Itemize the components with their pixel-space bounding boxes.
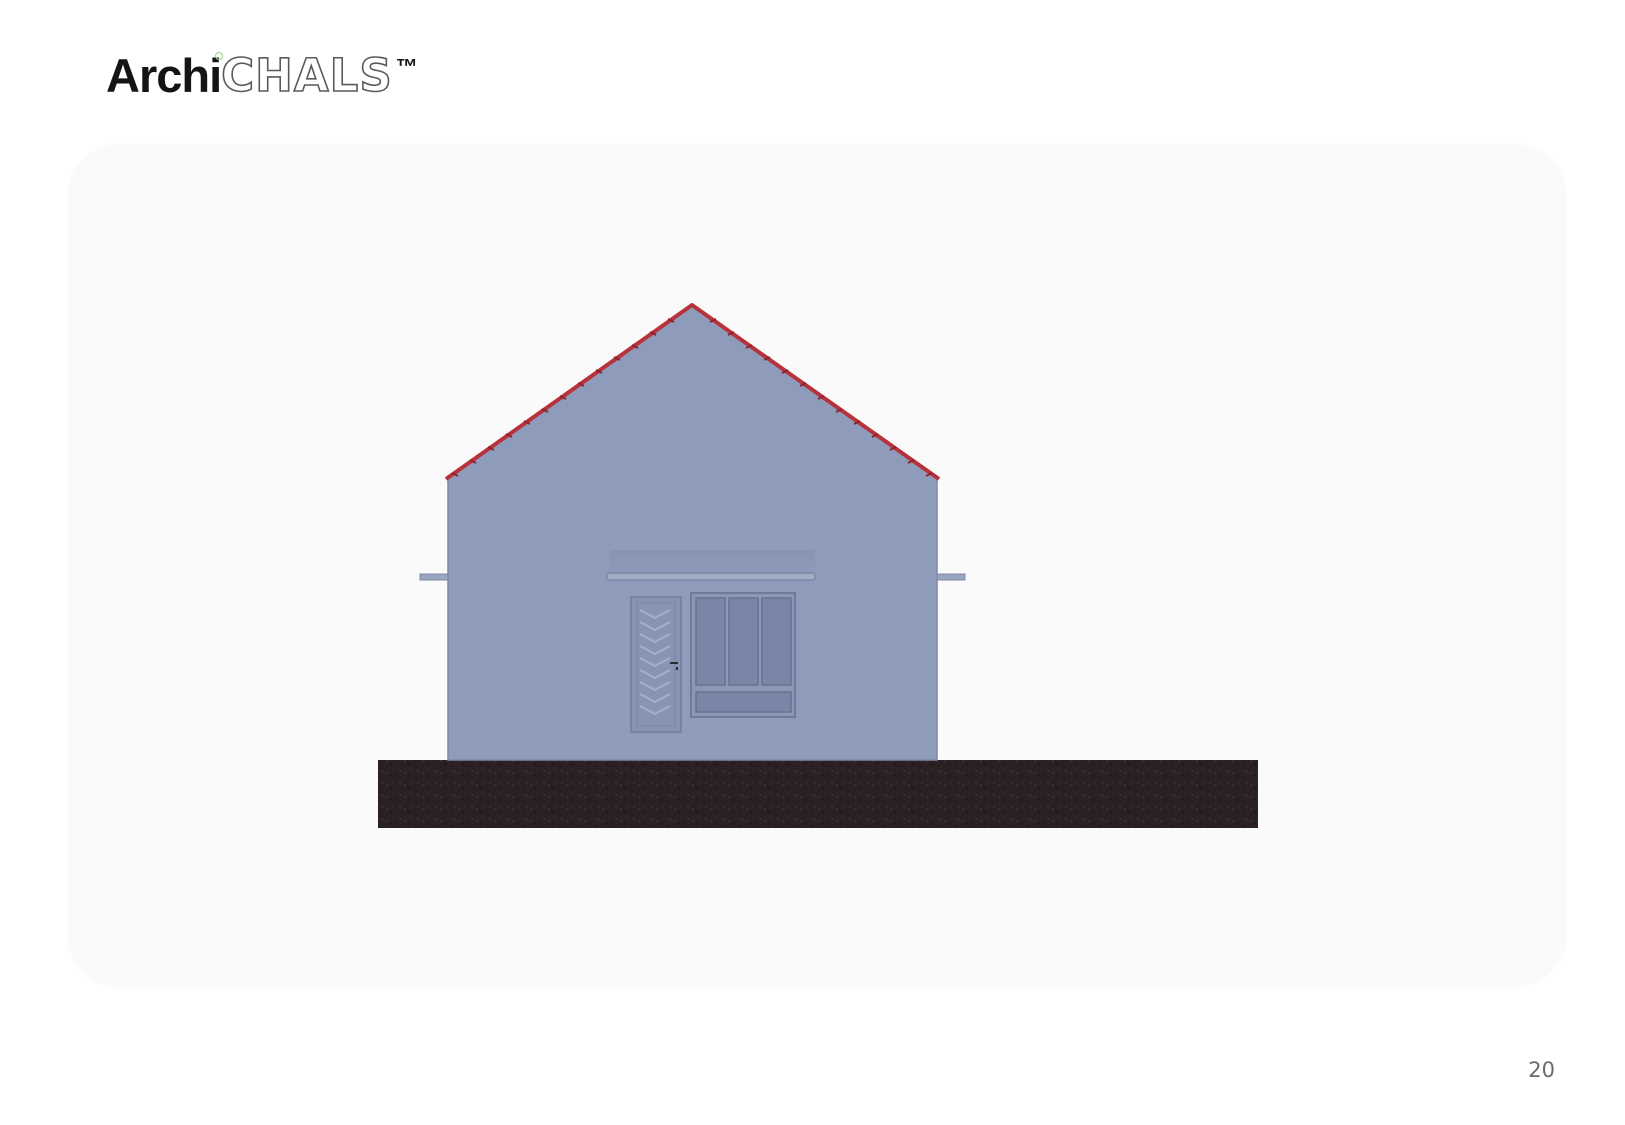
logo-text-chals-label: CHALS: [220, 48, 393, 103]
eave-left: [419, 573, 451, 581]
door-handle-icon: [670, 662, 678, 664]
entrance-door: [630, 596, 682, 733]
eave-right: [935, 573, 966, 581]
logo-text-chals: CHALS: [215, 46, 393, 106]
front-window: [690, 592, 796, 718]
canopy-shadow: [610, 550, 815, 590]
page-number: 20: [1528, 1058, 1555, 1082]
logo-sparkle-icon: [215, 52, 224, 60]
logo-text-archi: Archi: [106, 49, 222, 102]
roof-tiles: [451, 318, 933, 477]
door-lock-icon: [676, 667, 678, 670]
ground-slab: [378, 760, 1258, 828]
archichals-logo: Archi CHALS ™: [106, 46, 418, 106]
roof-edge: [444, 303, 941, 481]
entrance-canopy: [606, 572, 816, 581]
logo-trademark: ™: [395, 54, 418, 79]
